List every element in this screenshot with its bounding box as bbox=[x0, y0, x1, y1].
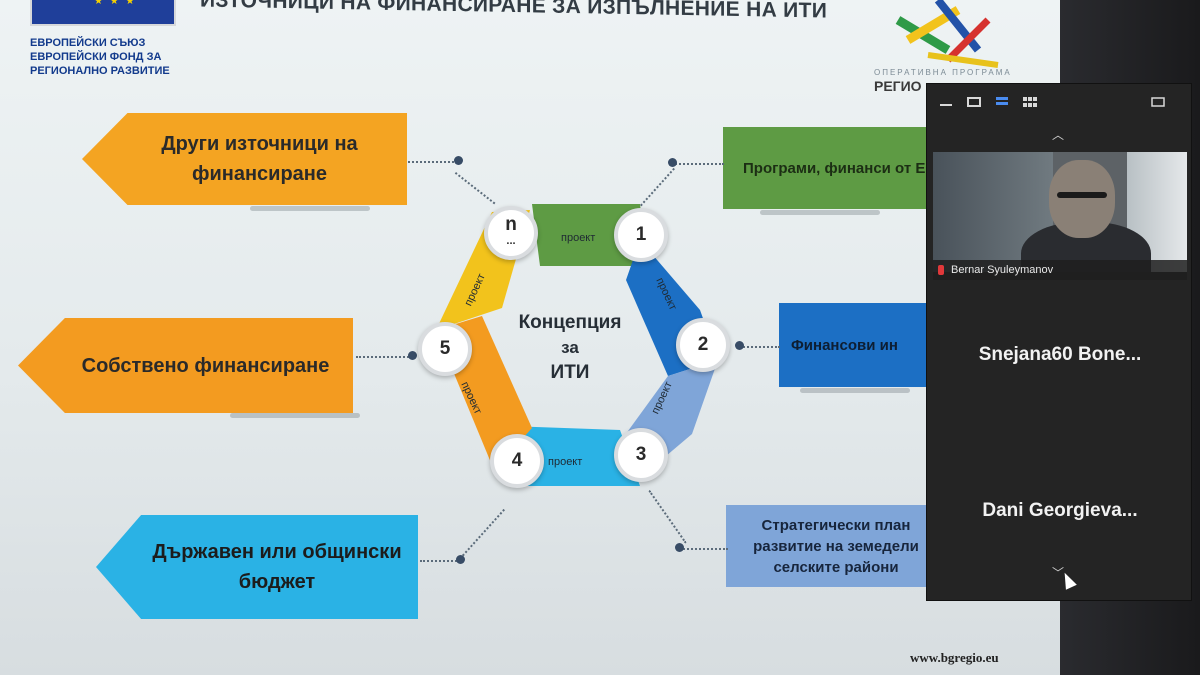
cycle-center-text: Концепция за ИТИ bbox=[515, 310, 625, 385]
arrow-state-budget: Държавен или общински бюджет bbox=[96, 515, 418, 619]
connector-line bbox=[420, 560, 460, 562]
node-number: 2 bbox=[697, 334, 709, 355]
participant-tile[interactable]: Snejana60 Bone... bbox=[978, 344, 1142, 365]
slide-title: ИЗТОЧНИЦИ НА ФИНАНСИРАНЕ ЗА ИЗПЪЛНЕНИЕ Н… bbox=[200, 0, 828, 23]
arrow-shadow bbox=[250, 206, 370, 211]
connector-dot bbox=[408, 351, 417, 360]
minimize-icon[interactable] bbox=[939, 97, 953, 107]
node-number: 5 bbox=[439, 338, 451, 359]
op-regions-logo bbox=[895, 0, 999, 68]
box-shadow bbox=[760, 210, 880, 215]
connector-dot bbox=[668, 158, 677, 167]
box-shadow bbox=[800, 388, 910, 393]
center-line: ИТИ bbox=[550, 362, 590, 383]
participant-tile[interactable]: Dani Georgieva... bbox=[982, 500, 1138, 521]
eu-logo-text: ЕВРОПЕЙСКИ СЪЮЗ ЕВРОПЕЙСКИ ФОНД ЗА РЕГИО… bbox=[30, 36, 170, 78]
exit-fullscreen-icon[interactable] bbox=[1151, 97, 1165, 107]
mic-muted-icon bbox=[938, 265, 944, 275]
cycle-node-4: 4 bbox=[490, 434, 544, 488]
cycle-node-5: 5 bbox=[418, 322, 472, 376]
center-line: Концепция bbox=[518, 312, 622, 333]
video-conference-panel[interactable]: ︿ Bernar Syuleymanov Snejana60 Bone... D… bbox=[926, 83, 1192, 601]
box-financial-instruments: Финансови ин bbox=[779, 303, 929, 387]
connector-dot bbox=[456, 555, 465, 564]
op-logo-caption: ОПЕРАТИВНА ПРОГРАМА bbox=[874, 68, 1012, 77]
conference-toolbar bbox=[927, 84, 1193, 120]
speaker-glasses bbox=[1057, 192, 1107, 198]
cycle-node-3: 3 bbox=[614, 428, 668, 482]
eu-stars-icon: ★ ★ ★ bbox=[94, 0, 137, 7]
presentation-slide: ★ ★ ★ ЕВРОПЕЙСКИ СЪЮЗ ЕВРОПЕЙСКИ ФОНД ЗА… bbox=[0, 0, 1070, 675]
connector-line bbox=[462, 508, 505, 557]
speaker-video-tile[interactable] bbox=[933, 152, 1187, 272]
gallery-view-icon[interactable] bbox=[1023, 97, 1037, 107]
connector-line bbox=[356, 356, 412, 358]
arrow-other-sources: Други източници на финансиране bbox=[82, 113, 407, 205]
window-icon[interactable] bbox=[967, 97, 981, 107]
segment-label: проект bbox=[548, 456, 583, 468]
speaker-view-icon[interactable] bbox=[995, 97, 1009, 107]
box-programs: Програми, финанси от ЕФРР, ЕСФ+, К bbox=[723, 127, 929, 209]
connector-line bbox=[672, 163, 724, 165]
eu-flag-logo: ★ ★ ★ bbox=[30, 0, 176, 26]
website-url: www.bgregio.eu bbox=[910, 650, 999, 665]
connector-dot bbox=[735, 341, 744, 350]
connector-dot bbox=[675, 543, 684, 552]
speaker-name: Bernar Syuleymanov bbox=[951, 264, 1054, 276]
node-sub: ... bbox=[506, 235, 516, 247]
node-number: n bbox=[505, 214, 517, 235]
op-logo-title: РЕГИО bbox=[874, 78, 922, 94]
cycle-node-1: 1 bbox=[614, 208, 668, 262]
cycle-node-2: 2 bbox=[676, 318, 730, 372]
eu-logo-line: ЕВРОПЕЙСКИ ФОНД ЗА bbox=[30, 51, 162, 63]
box-strategic-text: Стратегически план развитие на земедели … bbox=[753, 516, 919, 576]
eu-logo-line: ЕВРОПЕЙСКИ СЪЮЗ bbox=[30, 37, 146, 49]
connector-line bbox=[740, 346, 780, 348]
connector-dot bbox=[454, 156, 463, 165]
arrow-own-financing: Собствено финансиране bbox=[18, 318, 353, 413]
connector-line bbox=[680, 548, 728, 550]
chevron-up-icon[interactable]: ︿ bbox=[1052, 128, 1065, 142]
node-number: 4 bbox=[511, 450, 523, 471]
node-number: 1 bbox=[635, 224, 647, 245]
chevron-down-icon[interactable]: ﹀ bbox=[1052, 566, 1065, 580]
connector-line bbox=[408, 161, 458, 163]
box-strategic-plan: Стратегически план развитие на земедели … bbox=[726, 505, 930, 587]
cycle-node-n: n ... bbox=[484, 206, 538, 260]
speaker-head bbox=[1049, 160, 1115, 238]
segment-label: проект bbox=[561, 232, 596, 244]
center-line: за bbox=[561, 338, 579, 357]
arrow-shadow bbox=[230, 413, 360, 418]
speaker-name-label: Bernar Syuleymanov bbox=[933, 260, 1187, 280]
node-number: 3 bbox=[635, 444, 647, 465]
eu-logo-line: РЕГИОНАЛНО РАЗВИТИЕ bbox=[30, 65, 170, 77]
